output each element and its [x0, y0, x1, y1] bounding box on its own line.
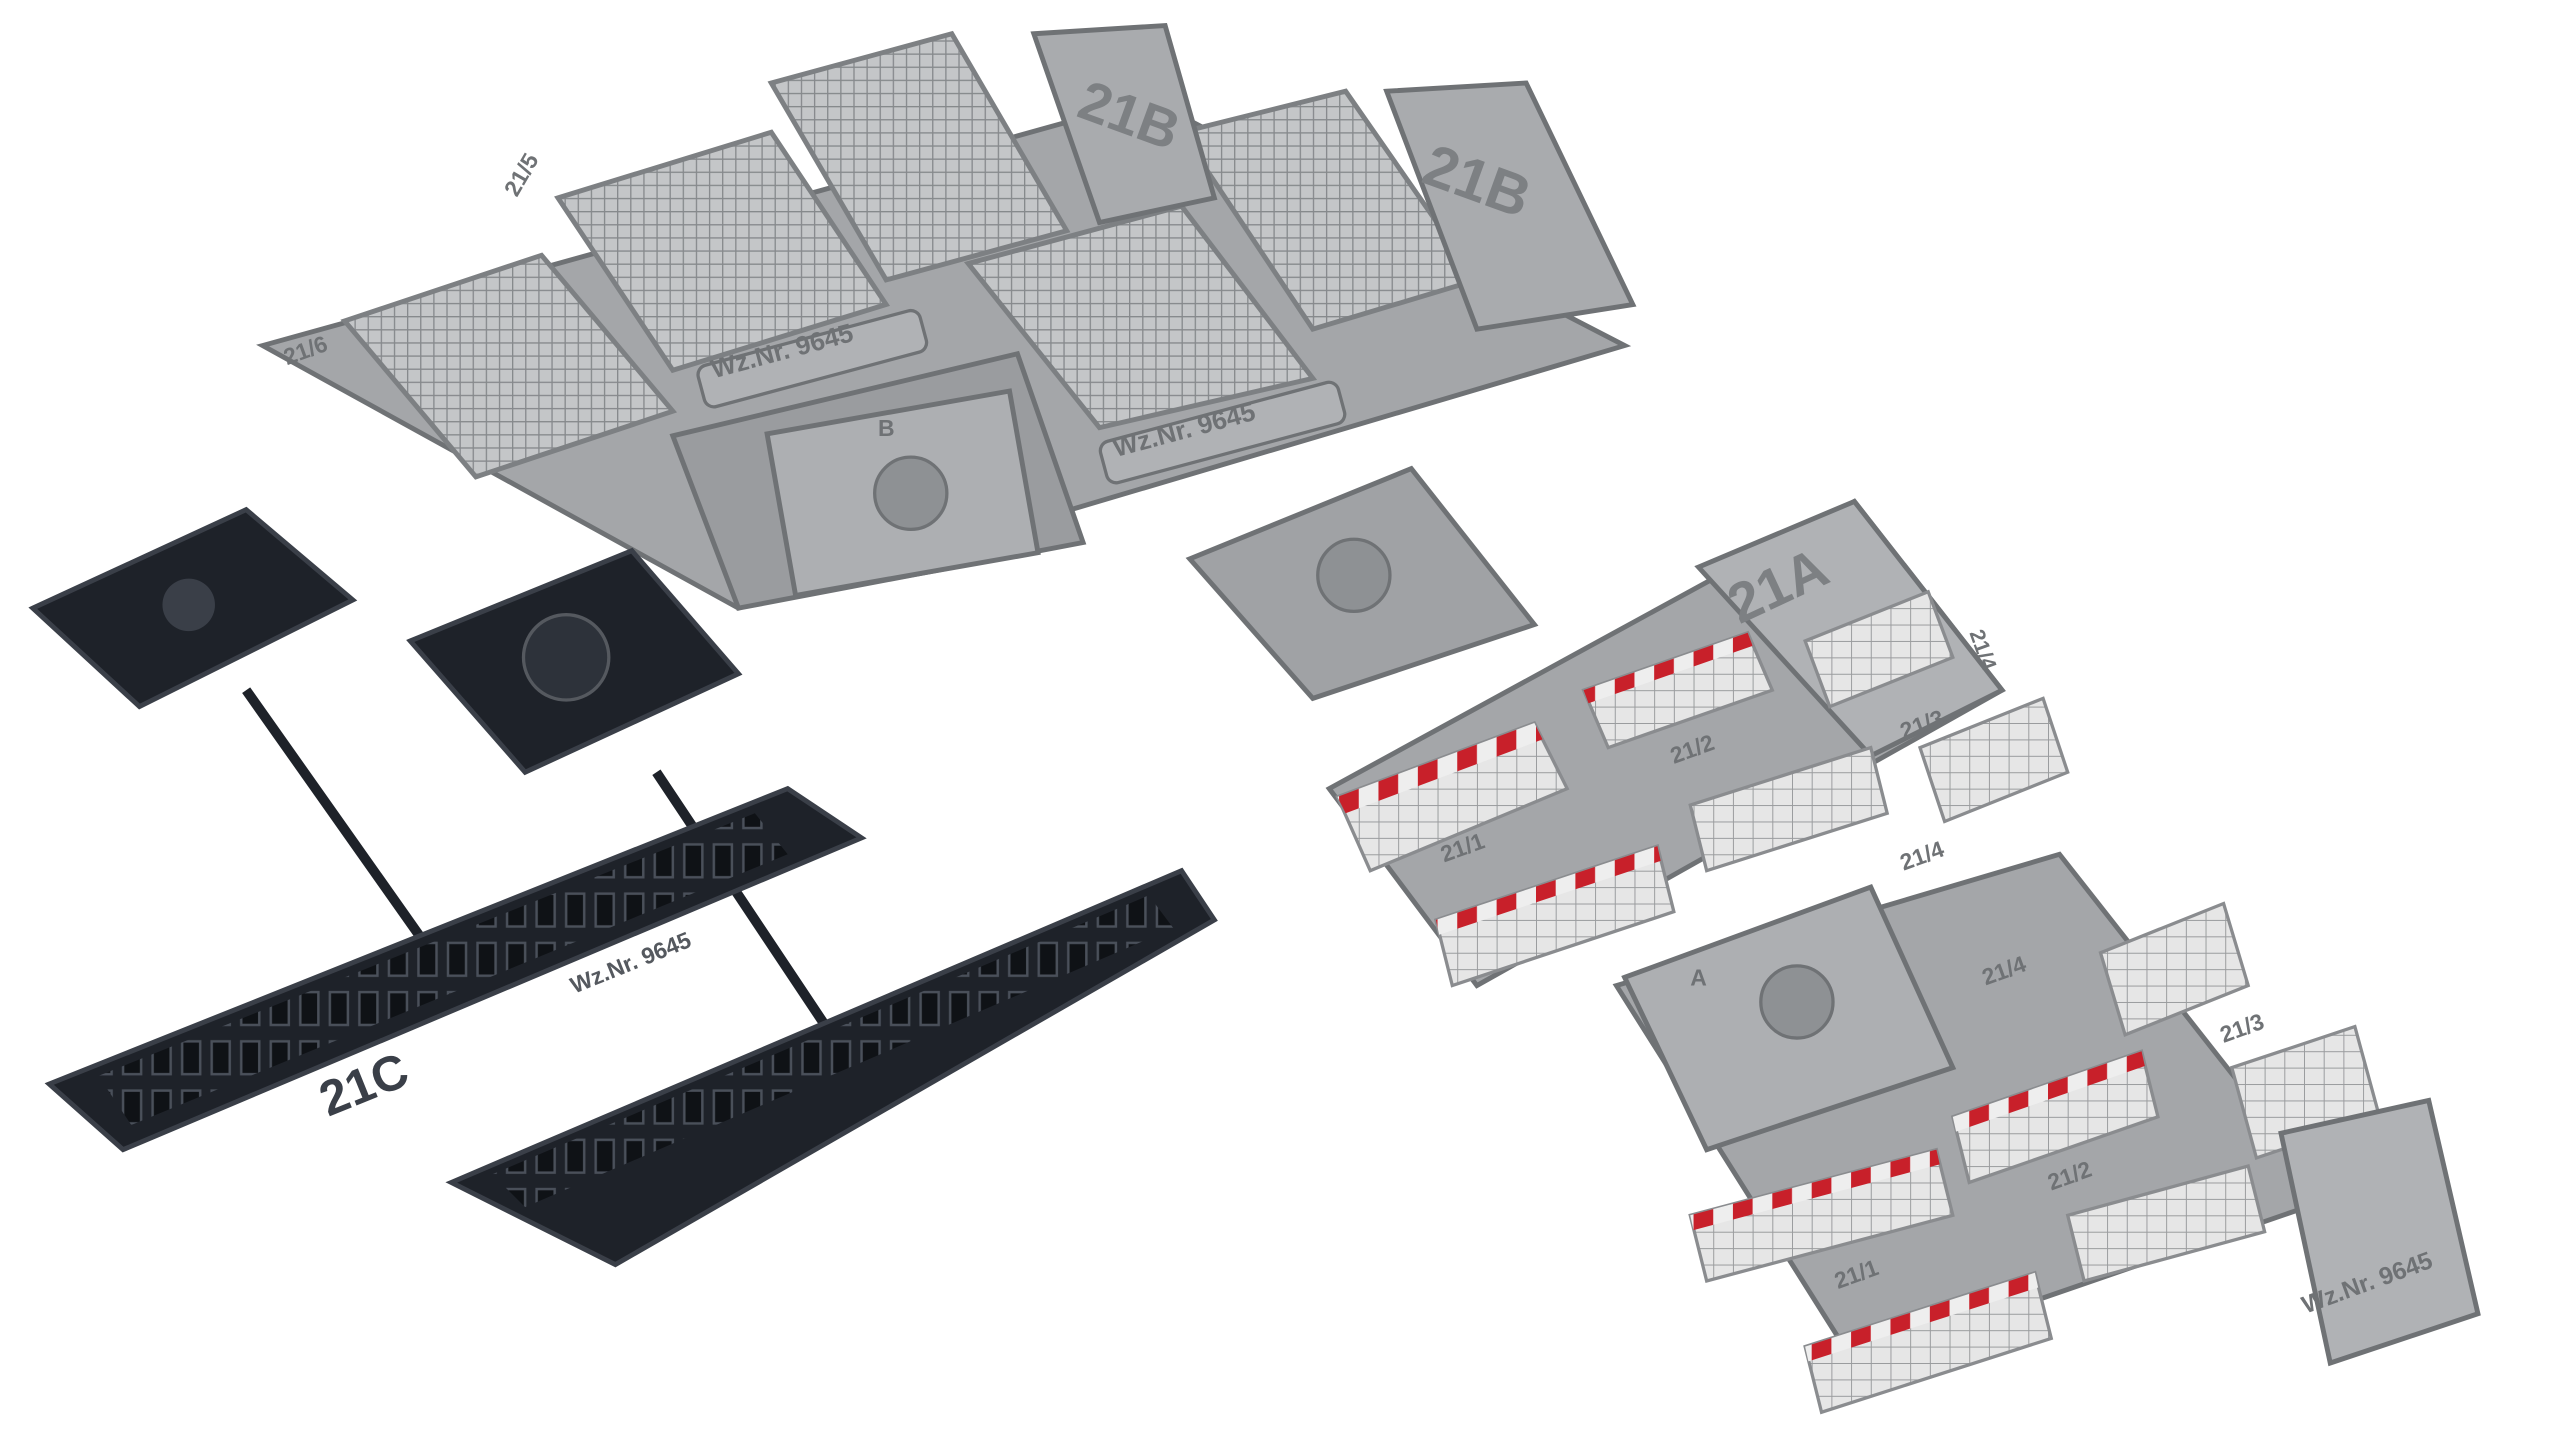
marking-21-5: 21/5: [499, 148, 544, 200]
marking-b: B: [878, 415, 895, 441]
marking-21-4: 21/4: [1896, 836, 1947, 876]
black-sprue: 21C Wz.Nr. 9645: [28, 506, 1218, 1268]
tag-21b-2: [1383, 80, 1637, 332]
grate-part: [340, 252, 678, 480]
red-fence: [1581, 630, 1775, 750]
silver-red-sprue: 21A 21/1 21/2 21/3 21/4 21/4 A Wz.Nr. 96…: [1325, 498, 2481, 1415]
silver-sprue-top: 21B 21B 21/6 21/5 B Wz.Nr. 9645 Wz.Nr. 9…: [256, 22, 1637, 702]
red-fence: [1950, 1049, 2160, 1185]
marking-a: A: [1690, 965, 1707, 991]
grate-part: [963, 203, 1318, 431]
red-fence: [1688, 745, 1890, 873]
red-fence: [1335, 720, 1570, 873]
marking-21-3b: 21/3: [2216, 1008, 2267, 1048]
red-fence: [1917, 696, 2070, 824]
grate-part: [554, 129, 891, 374]
grate-part: [767, 30, 1071, 283]
red-fence: [1803, 589, 1955, 709]
red-fence: [2098, 901, 2251, 1037]
tag-21b-1: [1030, 22, 1218, 226]
red-fence: [1688, 1147, 1955, 1283]
red-fence: [2065, 1164, 2267, 1283]
